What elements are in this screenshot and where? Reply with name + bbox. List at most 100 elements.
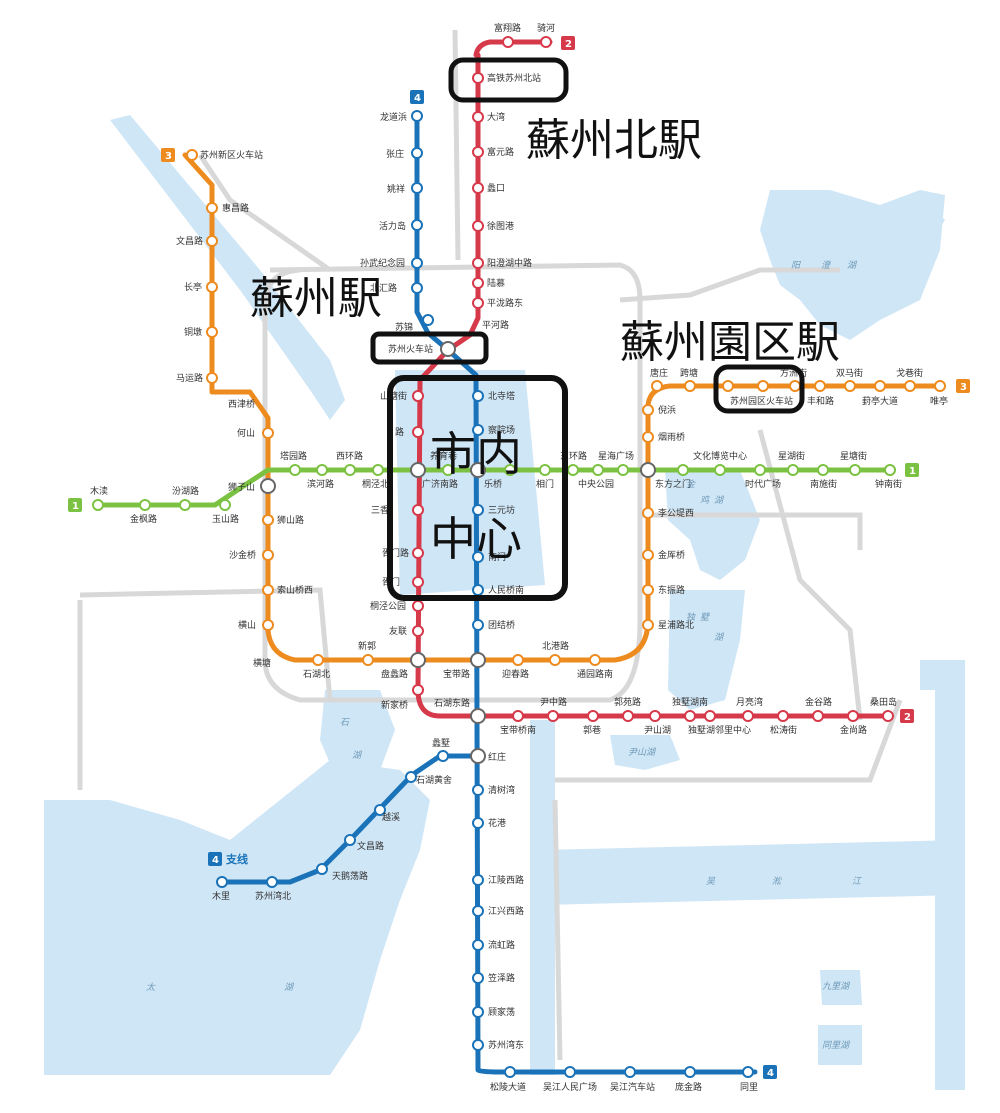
station-marker[interactable] <box>789 380 801 392</box>
station-marker[interactable] <box>179 499 191 511</box>
station-marker[interactable] <box>437 750 449 762</box>
station-marker[interactable] <box>344 834 356 846</box>
station-marker[interactable] <box>564 1066 576 1078</box>
station-marker[interactable] <box>266 876 278 888</box>
station-marker[interactable] <box>624 1066 636 1078</box>
station-marker[interactable] <box>472 1039 484 1051</box>
station-marker[interactable] <box>472 551 484 563</box>
station-marker[interactable] <box>472 257 484 269</box>
station-marker[interactable] <box>206 235 218 247</box>
station-marker[interactable] <box>411 182 423 194</box>
station-marker[interactable] <box>642 507 654 519</box>
station-marker[interactable] <box>316 464 328 476</box>
station-marker[interactable] <box>472 905 484 917</box>
station-marker[interactable] <box>472 111 484 123</box>
station-marker[interactable] <box>617 464 629 476</box>
station-marker[interactable] <box>206 326 218 338</box>
station-marker[interactable] <box>411 219 423 231</box>
station-marker[interactable] <box>587 710 599 722</box>
station-marker[interactable] <box>642 549 654 561</box>
station-marker[interactable] <box>472 939 484 951</box>
station-marker[interactable] <box>642 584 654 596</box>
station-marker[interactable] <box>472 1006 484 1018</box>
station-marker[interactable] <box>442 464 454 476</box>
station-marker[interactable] <box>472 220 484 232</box>
station-marker[interactable] <box>472 146 484 158</box>
station-marker[interactable] <box>316 863 328 875</box>
station-marker[interactable] <box>874 380 886 392</box>
station-marker[interactable] <box>649 710 661 722</box>
interchange-marker[interactable] <box>470 462 486 478</box>
station-marker[interactable] <box>787 464 799 476</box>
station-marker[interactable] <box>472 424 484 436</box>
station-marker[interactable] <box>704 710 716 722</box>
station-marker[interactable] <box>742 1066 754 1078</box>
station-marker[interactable] <box>412 426 424 438</box>
station-marker[interactable] <box>904 380 916 392</box>
station-marker[interactable] <box>344 464 356 476</box>
station-marker[interactable] <box>472 297 484 309</box>
station-marker[interactable] <box>777 710 789 722</box>
station-marker[interactable] <box>817 464 829 476</box>
station-marker[interactable] <box>472 182 484 194</box>
station-marker[interactable] <box>589 654 601 666</box>
station-marker[interactable] <box>472 874 484 886</box>
station-marker[interactable] <box>844 380 856 392</box>
interchange-marker[interactable] <box>440 341 456 357</box>
station-marker[interactable] <box>642 404 654 416</box>
station-marker[interactable] <box>512 654 524 666</box>
station-marker[interactable] <box>412 625 424 637</box>
station-marker[interactable] <box>372 464 384 476</box>
station-marker[interactable] <box>412 576 424 588</box>
station-marker[interactable] <box>216 876 228 888</box>
station-marker[interactable] <box>262 427 274 439</box>
station-marker[interactable] <box>289 464 301 476</box>
station-marker[interactable] <box>472 504 484 516</box>
station-marker[interactable] <box>684 380 696 392</box>
station-marker[interactable] <box>812 710 824 722</box>
station-marker[interactable] <box>684 1066 696 1078</box>
station-marker[interactable] <box>504 464 516 476</box>
interchange-marker[interactable] <box>410 462 426 478</box>
interchange-marker[interactable] <box>410 652 426 668</box>
station-marker[interactable] <box>882 710 894 722</box>
station-marker[interactable] <box>539 464 551 476</box>
station-marker[interactable] <box>472 72 484 84</box>
station-marker[interactable] <box>547 710 559 722</box>
station-marker[interactable] <box>677 464 689 476</box>
station-marker[interactable] <box>472 619 484 631</box>
station-marker[interactable] <box>549 654 561 666</box>
station-marker[interactable] <box>219 499 231 511</box>
station-marker[interactable] <box>684 710 696 722</box>
station-marker[interactable] <box>262 514 274 526</box>
station-marker[interactable] <box>411 147 423 159</box>
station-marker[interactable] <box>934 380 946 392</box>
station-marker[interactable] <box>757 380 769 392</box>
station-marker[interactable] <box>472 972 484 984</box>
station-marker[interactable] <box>622 710 634 722</box>
station-marker[interactable] <box>472 584 484 596</box>
station-marker[interactable] <box>262 619 274 631</box>
station-marker[interactable] <box>206 281 218 293</box>
station-marker[interactable] <box>472 277 484 289</box>
station-marker[interactable] <box>412 547 424 559</box>
station-marker[interactable] <box>592 464 604 476</box>
station-marker[interactable] <box>742 710 754 722</box>
station-marker[interactable] <box>92 499 104 511</box>
station-marker[interactable] <box>847 710 859 722</box>
station-marker[interactable] <box>714 464 726 476</box>
station-marker[interactable] <box>374 804 386 816</box>
station-marker[interactable] <box>814 380 826 392</box>
station-marker[interactable] <box>884 464 896 476</box>
station-marker[interactable] <box>412 504 424 516</box>
station-marker[interactable] <box>651 380 663 392</box>
station-marker[interactable] <box>405 771 417 783</box>
station-marker[interactable] <box>504 1066 516 1078</box>
station-marker[interactable] <box>754 464 766 476</box>
station-marker[interactable] <box>567 464 579 476</box>
station-marker[interactable] <box>312 654 324 666</box>
station-marker[interactable] <box>206 372 218 384</box>
station-marker[interactable] <box>262 584 274 596</box>
interchange-marker[interactable] <box>640 462 656 478</box>
station-marker[interactable] <box>472 390 484 402</box>
